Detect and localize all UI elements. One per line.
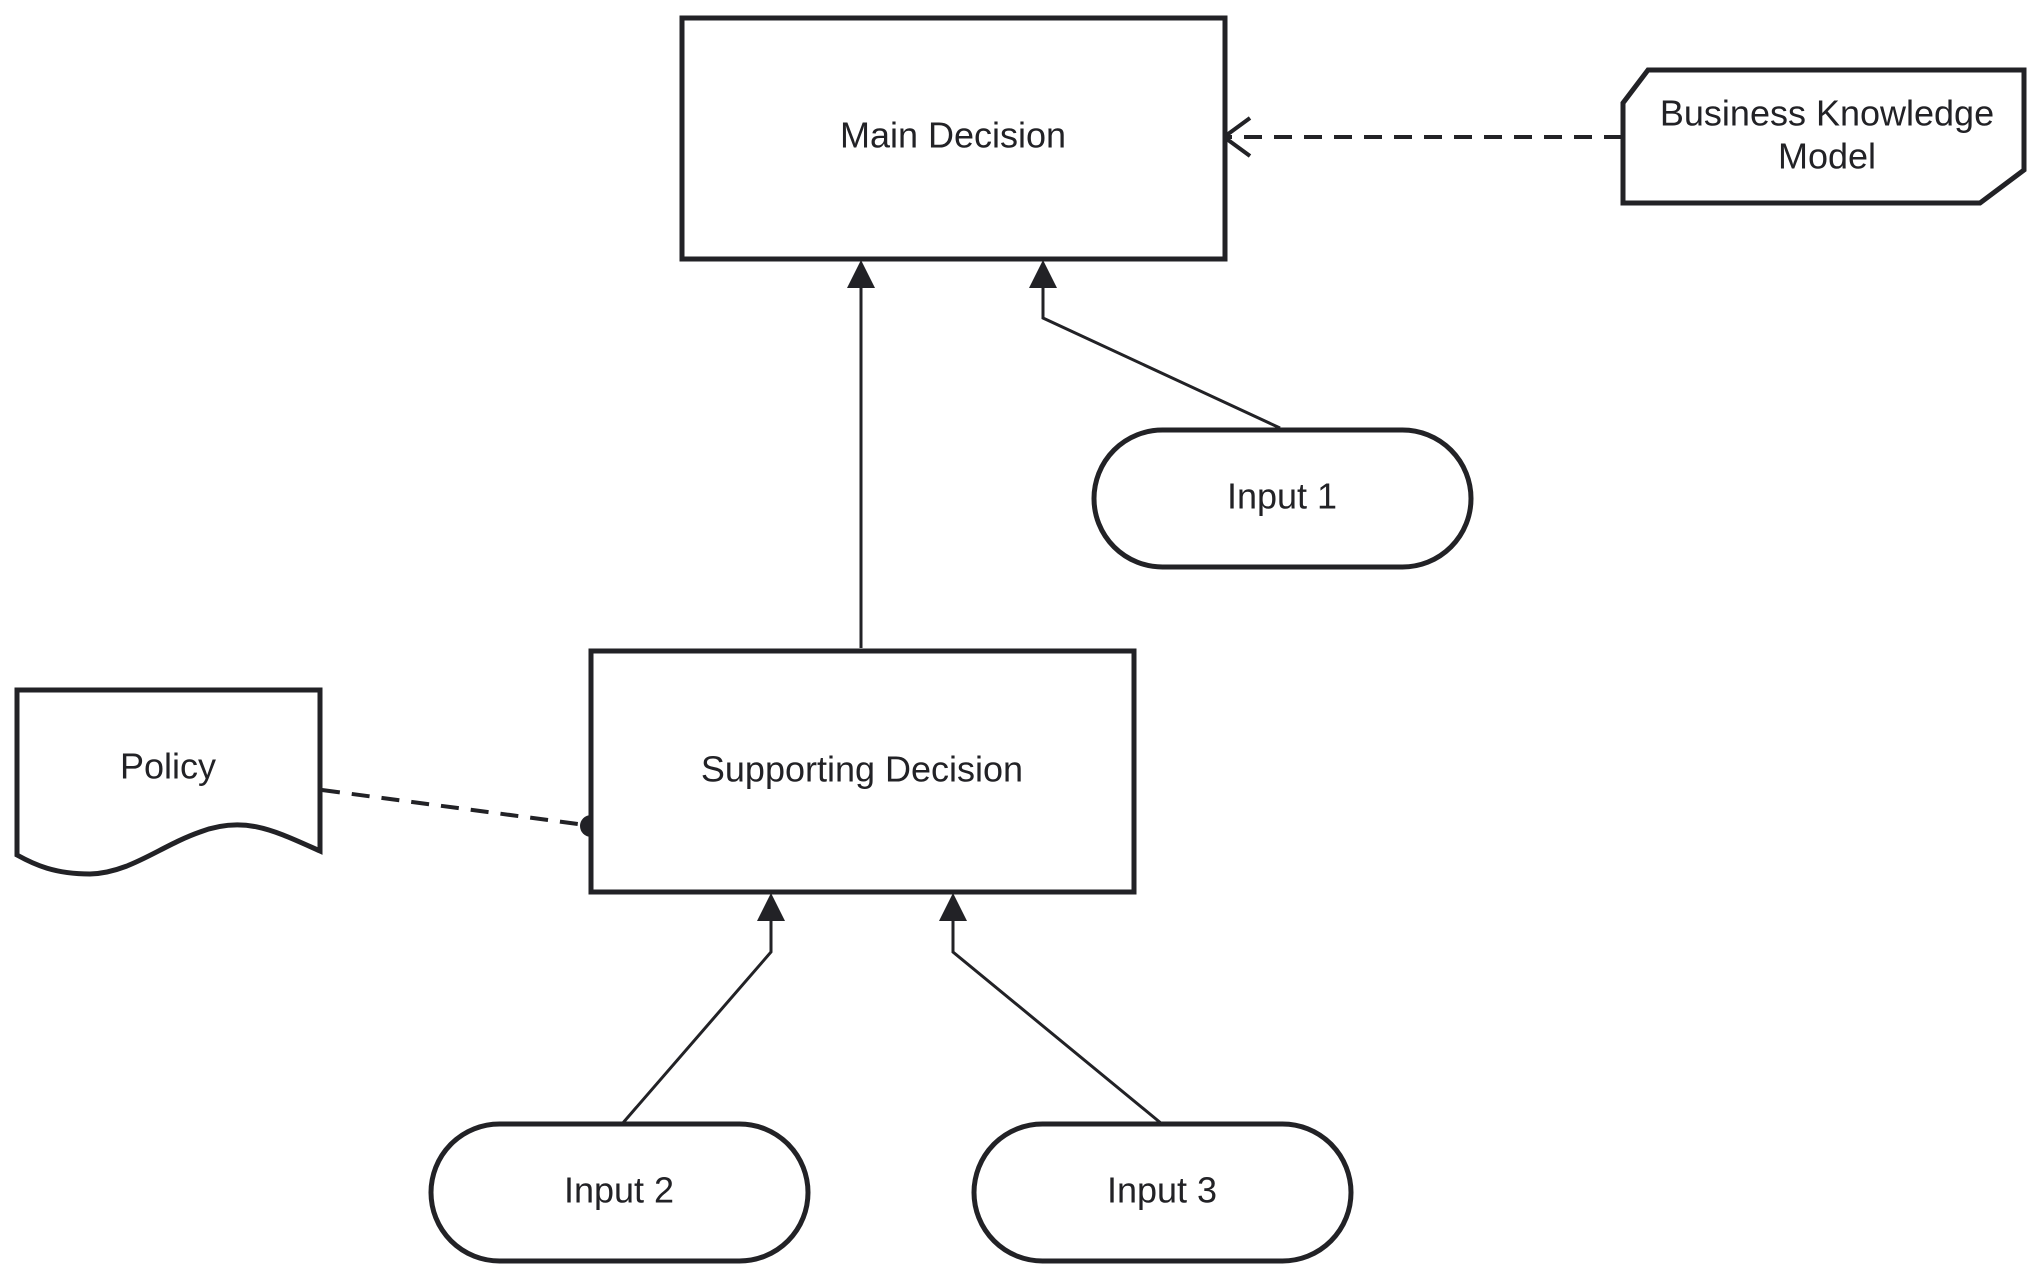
supporting-decision-label: Supporting Decision: [701, 749, 1023, 790]
main-decision-label: Main Decision: [840, 115, 1066, 156]
decision-box: [679, 15, 1228, 262]
edge-input3-to-supporting: [939, 893, 1163, 1126]
node-business-knowledge-model[interactable]: Business Knowledge Model: [1620, 67, 2027, 206]
bkm-label-line1: Business Knowledge: [1660, 93, 1994, 134]
arrowhead: [847, 260, 875, 288]
bkm-label-line2: Model: [1778, 136, 1876, 177]
input-data-shape: [1091, 427, 1474, 570]
edge-bkm-to-main: [1220, 116, 1622, 158]
node-input-2[interactable]: Input 2: [428, 1121, 811, 1264]
arrowhead: [757, 893, 785, 921]
edge-policy-to-supporting: [321, 788, 602, 837]
arrowhead: [1029, 260, 1057, 288]
input-3-label: Input 3: [1107, 1170, 1217, 1211]
node-policy[interactable]: Policy: [14, 687, 323, 877]
knowledge-source-shape: [14, 687, 323, 877]
node-input-1[interactable]: Input 1: [1091, 427, 1474, 570]
input-data-shape: [428, 1121, 811, 1264]
arrowhead: [939, 893, 967, 921]
policy-label: Policy: [120, 746, 216, 787]
input-2-label: Input 2: [564, 1170, 674, 1211]
node-input-3[interactable]: Input 3: [971, 1121, 1354, 1264]
edge-input2-to-supporting: [620, 893, 785, 1125]
edge-input1-to-main: [1029, 260, 1281, 430]
bkm-shape: [1620, 67, 2027, 206]
node-main-decision[interactable]: Main Decision: [679, 15, 1228, 262]
input-1-label: Input 1: [1227, 476, 1337, 517]
edge-supporting-to-main: [847, 260, 875, 648]
decision-box: [588, 648, 1137, 895]
input-data-shape: [971, 1121, 1354, 1264]
node-supporting-decision[interactable]: Supporting Decision: [588, 648, 1137, 895]
